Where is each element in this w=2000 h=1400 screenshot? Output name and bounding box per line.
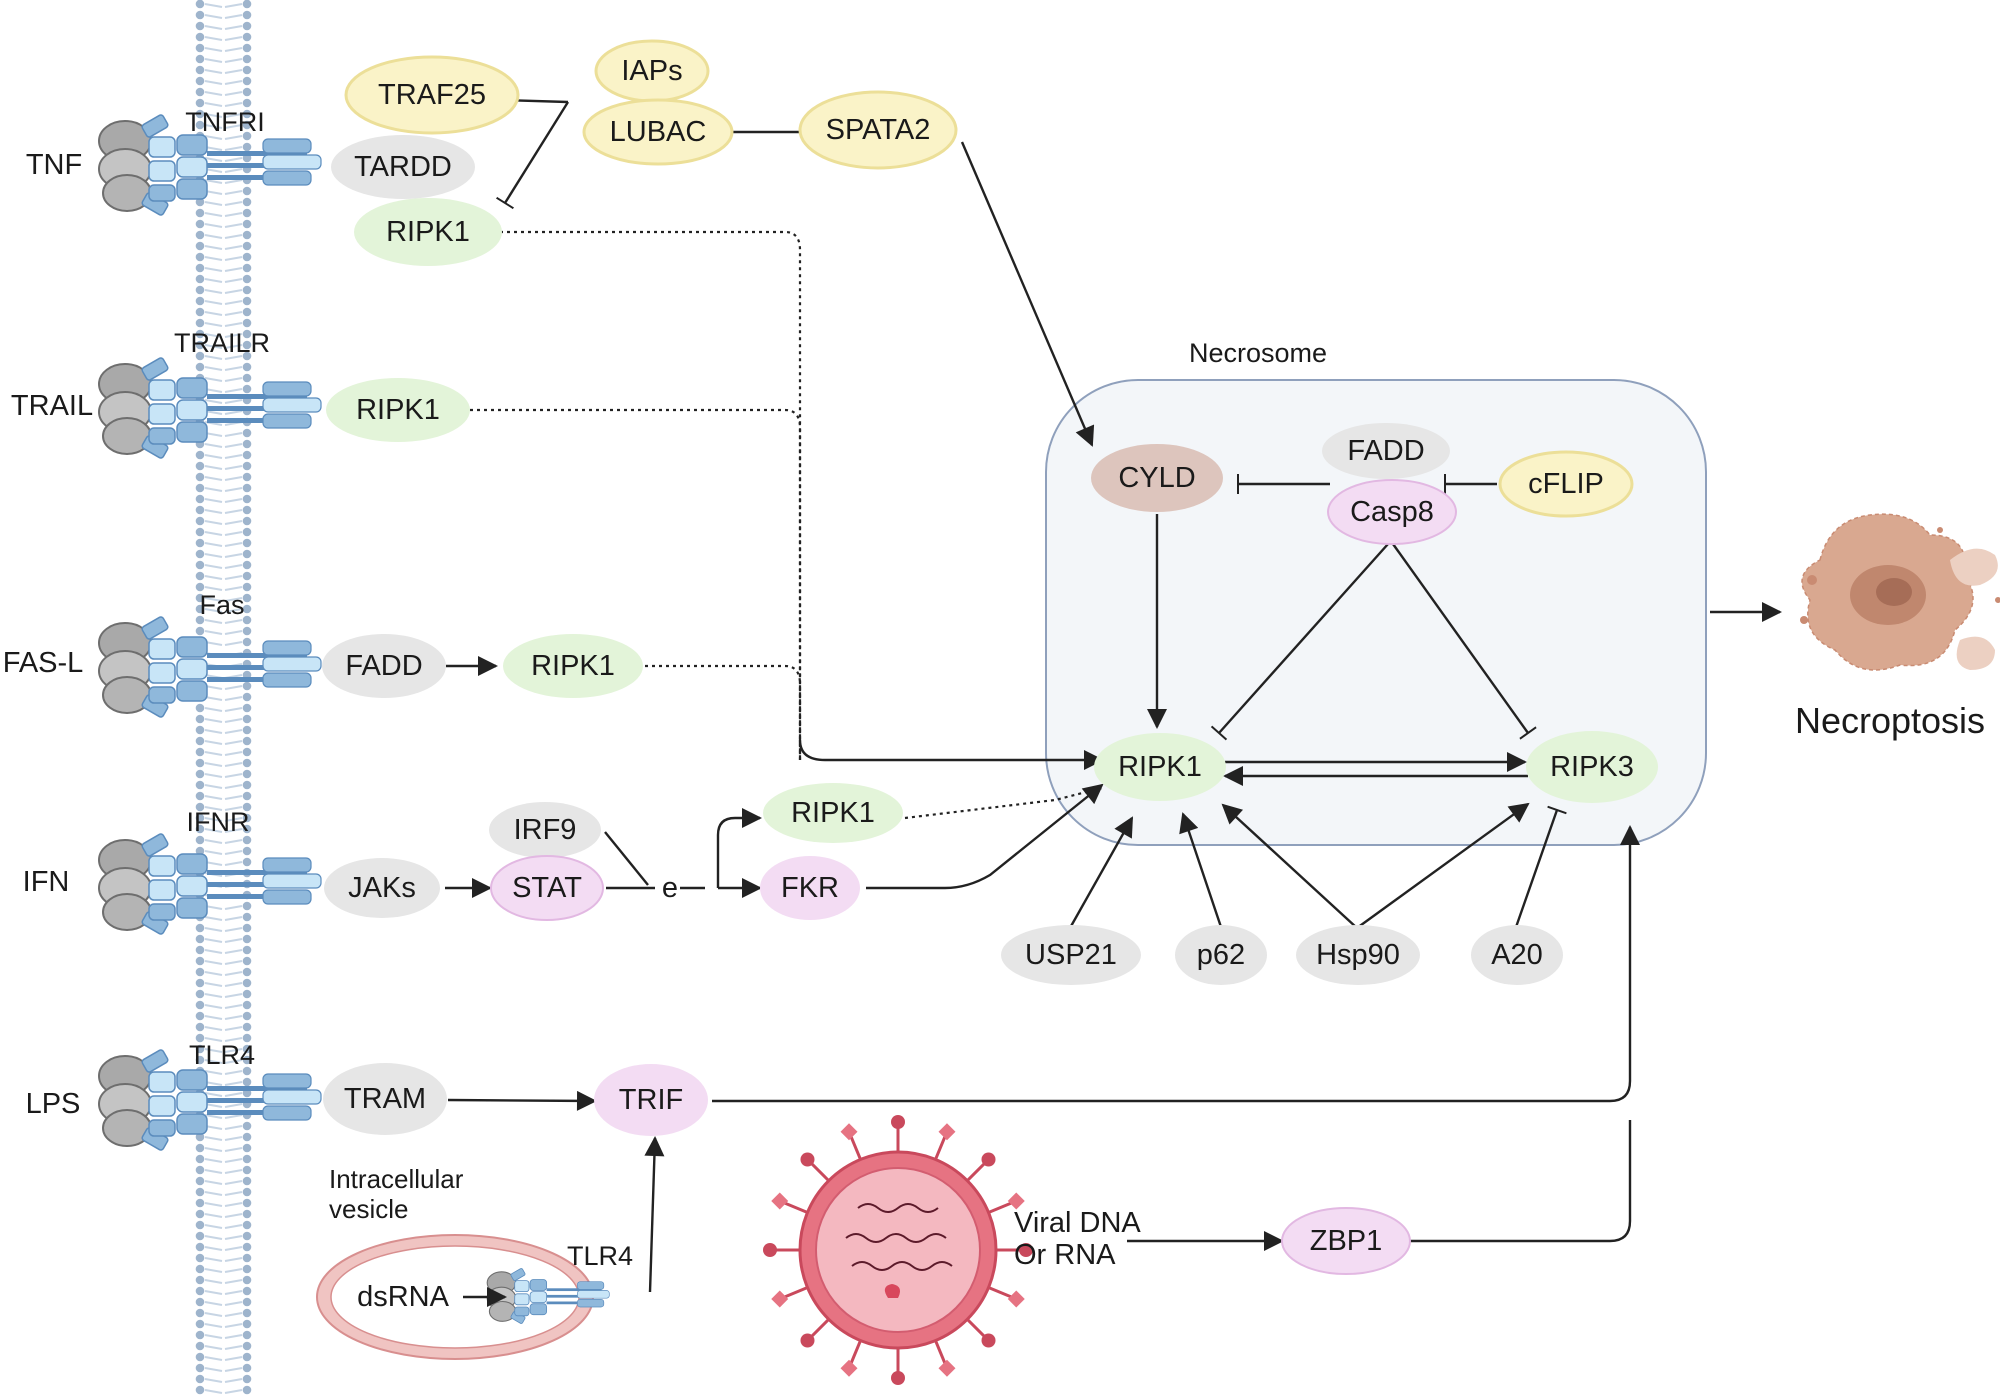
lps-ligand-label: LPS [26, 1088, 81, 1120]
cflip-node: cFLIP [1498, 450, 1634, 518]
ifn-ligand-label: IFN [23, 866, 70, 898]
lubac-node: LUBAC [582, 98, 734, 166]
svg-text:RIPK1: RIPK1 [386, 216, 470, 248]
virus-icon [763, 1115, 1033, 1385]
fkr-node: FKR [760, 856, 860, 920]
necrosome-title: Necrosome [1189, 338, 1327, 368]
svg-text:Hsp90: Hsp90 [1316, 939, 1400, 971]
svg-text:IAPs: IAPs [621, 55, 682, 87]
svg-text:FADD: FADD [1347, 435, 1424, 467]
ripk1-trail-node: RIPK1 [326, 378, 470, 442]
jaks-node: JAKs [324, 858, 440, 918]
vesicle-label-line1: Intracellular [329, 1164, 464, 1194]
fasl-ligand-label: FAS-L [3, 647, 84, 679]
svg-text:RIPK3: RIPK3 [1550, 751, 1634, 783]
svg-text:ZBP1: ZBP1 [1310, 1225, 1383, 1257]
zbp1-node: ZBP1 [1281, 1207, 1411, 1275]
tlr4-label: TLR4 [189, 1040, 255, 1070]
vesicle-label-line2: vesicle [329, 1194, 408, 1224]
trail-ligand-label: TRAIL [11, 390, 93, 422]
svg-text:TRIF: TRIF [619, 1084, 683, 1116]
intracellular-vesicle [316, 1234, 610, 1360]
fas-label: Fas [199, 590, 244, 620]
p62-node: p62 [1175, 925, 1267, 985]
trailr-receptor-icon [98, 355, 322, 461]
svg-text:CYLD: CYLD [1118, 462, 1195, 494]
svg-text:STAT: STAT [512, 872, 582, 904]
hsp90-node: Hsp90 [1296, 925, 1420, 985]
dsrna-label: dsRNA [357, 1281, 450, 1313]
svg-text:Casp8: Casp8 [1350, 496, 1434, 528]
svg-text:IRF9: IRF9 [514, 814, 577, 846]
iaps-node: IAPs [594, 39, 710, 103]
svg-text:RIPK1: RIPK1 [1118, 751, 1202, 783]
trif-node: TRIF [594, 1064, 708, 1136]
pathway-connectors [445, 98, 1782, 1307]
svg-text:LUBAC: LUBAC [610, 116, 707, 148]
svg-text:p62: p62 [1197, 939, 1245, 971]
ripk1-necrosome-node: RIPK1 [1094, 733, 1226, 801]
fadd-fas-node: FADD [322, 634, 446, 698]
svg-text:USP21: USP21 [1025, 939, 1117, 971]
necroptosis-label: Necroptosis [1795, 700, 1985, 741]
trailr-label: TRAILR [174, 328, 270, 358]
viral-label-line2: Or RNA [1014, 1239, 1116, 1271]
tlr4-vesicle-label: TLR4 [567, 1241, 633, 1271]
fadd-necrosome-node: FADD [1322, 423, 1450, 479]
ifnr-label: IFNR [187, 807, 250, 837]
svg-text:TRAF25: TRAF25 [378, 79, 486, 111]
tnfri-label: TNFRI [185, 107, 264, 137]
traf25-node: TRAF25 [344, 55, 520, 135]
cyld-node: CYLD [1091, 444, 1223, 512]
viral-label-line1: Viral DNA [1014, 1207, 1141, 1239]
stat-node: STAT [490, 855, 604, 921]
svg-text:FADD: FADD [345, 650, 422, 682]
svg-text:RIPK1: RIPK1 [531, 650, 615, 682]
ripk1-ifn-node: RIPK1 [763, 783, 903, 843]
irf9-node: IRF9 [489, 802, 601, 858]
svg-text:cFLIP: cFLIP [1528, 468, 1604, 500]
tram-node: TRAM [323, 1063, 447, 1135]
svg-text:RIPK1: RIPK1 [791, 797, 875, 829]
ripk1-fas-node: RIPK1 [503, 634, 643, 698]
tnf-ligand-label: TNF [26, 149, 82, 181]
casp8-node: Casp8 [1327, 479, 1457, 545]
svg-text:TRAM: TRAM [344, 1083, 426, 1115]
svg-text:FKR: FKR [781, 872, 839, 904]
tardd-node: TARDD [331, 135, 475, 199]
svg-text:RIPK1: RIPK1 [356, 394, 440, 426]
usp21-node: USP21 [1001, 925, 1141, 985]
ripk1-tnf-node: RIPK1 [354, 198, 502, 266]
svg-text:SPATA2: SPATA2 [826, 114, 931, 146]
ifnr-receptor-icon [98, 831, 322, 937]
necrotic-cell-icon [1800, 513, 2000, 671]
ripk3-node: RIPK3 [1526, 731, 1658, 803]
svg-text:JAKs: JAKs [348, 872, 416, 904]
a20-node: A20 [1471, 925, 1563, 985]
svg-text:TARDD: TARDD [354, 151, 452, 183]
e-node: e [662, 872, 678, 904]
svg-text:A20: A20 [1491, 939, 1543, 971]
spata2-node: SPATA2 [798, 90, 958, 170]
